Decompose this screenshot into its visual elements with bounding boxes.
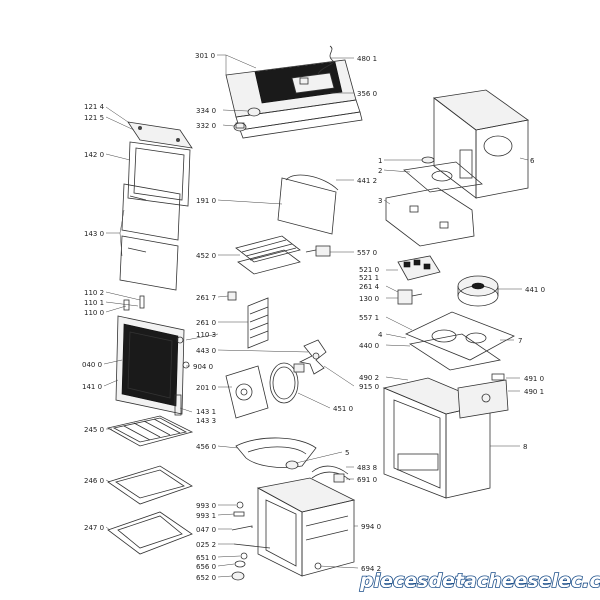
door-top-bar-part — [127, 121, 193, 149]
label-247-0: 247 0 — [84, 524, 104, 532]
label-261-0: 261 0 — [196, 319, 216, 327]
label-141-0: 141 0 — [82, 383, 102, 391]
drip-pan-part — [107, 511, 193, 555]
knob-parts — [233, 107, 261, 132]
back-panel-part — [225, 365, 269, 419]
label-110-3: 110 3 — [196, 331, 216, 339]
side-module-part — [457, 373, 509, 419]
label-521-1: 521 1 — [359, 274, 379, 282]
label-483-8: 483 8 — [357, 464, 377, 472]
label-301-0: 301 0 — [195, 52, 215, 60]
lamp-part — [421, 156, 435, 164]
label-110-1: 110 1 — [84, 299, 104, 307]
leader-lines — [103, 54, 529, 578]
label-557-1: 557 1 — [359, 314, 379, 322]
cooling-fan-part — [457, 275, 499, 307]
label-334-0: 334 0 — [196, 107, 216, 115]
label-656-0: 656 0 — [196, 563, 216, 571]
fan-ring-part — [269, 362, 305, 404]
label-451-0: 451 0 — [333, 405, 353, 413]
label-691-0: 691 0 — [357, 476, 377, 484]
label-5: 5 — [345, 449, 349, 457]
label-246-0: 246 0 — [84, 477, 104, 485]
wiring-harness-part — [311, 465, 351, 483]
cooling-duct-part — [405, 311, 515, 371]
label-201-0: 201 0 — [196, 384, 216, 392]
label-6: 6 — [530, 157, 535, 165]
label-047-0: 047 0 — [196, 526, 216, 534]
label-456-0: 456 0 — [196, 443, 216, 451]
bracket-part — [385, 187, 475, 247]
label-8: 8 — [523, 443, 527, 451]
label-143-1: 143 1 — [196, 408, 216, 416]
label-490-1: 490 1 — [524, 388, 544, 396]
label-993-0: 993 0 — [196, 502, 216, 510]
clip-part — [227, 291, 237, 301]
display-module-part — [291, 72, 335, 94]
label-694-2: 694 2 — [361, 565, 381, 573]
bottom-element-part — [235, 437, 317, 468]
label-651-0: 651 0 — [196, 554, 216, 562]
feet-parts — [231, 543, 271, 581]
label-025-2: 025 2 — [196, 541, 216, 549]
cable-part — [317, 45, 334, 75]
grill-element-part — [235, 235, 301, 275]
screw-parts — [231, 501, 253, 531]
baking-tray-part — [107, 465, 193, 505]
label-441-2: 441 2 — [357, 177, 377, 185]
label-261-7: 261 7 — [196, 294, 216, 302]
label-994-0: 994 0 — [361, 523, 381, 531]
label-261-4: 261 4 — [359, 283, 380, 291]
part-labels: 301 0 480 1 356 0 121 4 121 5 334 0 332 … — [82, 52, 545, 582]
oven-cavity-part — [256, 477, 356, 577]
label-040-0: 040 0 — [82, 361, 102, 369]
top-tray-part — [403, 161, 483, 193]
label-452-0: 452 0 — [196, 252, 216, 260]
fan-blade-part — [298, 339, 327, 375]
switch-part — [397, 289, 423, 305]
label-3: 3 — [378, 197, 382, 205]
side-rack-part — [247, 297, 269, 349]
door-inner-frame-part — [127, 141, 191, 207]
label-993-1: 993 1 — [196, 512, 216, 520]
fan-motor-part — [285, 460, 299, 470]
label-915-0: 915 0 — [359, 383, 379, 391]
door-glass-panes-part — [119, 183, 181, 291]
label-121-4: 121 4 — [84, 103, 105, 111]
label-130-0: 130 0 — [359, 295, 379, 303]
label-4: 4 — [378, 331, 383, 339]
label-521-0: 521 0 — [359, 266, 379, 274]
label-2: 2 — [378, 167, 382, 175]
wire-shelf-part — [106, 415, 194, 447]
label-491-0: 491 0 — [524, 375, 544, 383]
label-356-0: 356 0 — [357, 90, 377, 98]
label-110-0: 110 0 — [84, 309, 104, 317]
label-1: 1 — [378, 157, 382, 165]
label-440-0: 440 0 — [359, 342, 379, 350]
label-121-5: 121 5 — [84, 114, 104, 122]
label-904-0: 904 0 — [193, 363, 213, 371]
label-245-0: 245 0 — [84, 426, 104, 434]
top-casing-part — [433, 89, 529, 199]
label-143-3: 143 3 — [196, 417, 216, 425]
label-441-0: 441 0 — [525, 286, 545, 294]
label-490-2: 490 2 — [359, 374, 379, 382]
label-557-0: 557 0 — [357, 249, 377, 257]
shelf-glass-part — [277, 174, 339, 235]
label-110-2: 110 2 — [84, 289, 104, 297]
watermark: piecesdetacheeselec.com — [359, 570, 600, 592]
door-outer-panel-part — [115, 315, 185, 416]
label-332-0: 332 0 — [196, 122, 216, 130]
label-480-1: 480 1 — [357, 55, 377, 63]
control-module-part — [397, 255, 441, 281]
label-652-0: 652 0 — [196, 574, 216, 582]
label-191-0: 191 0 — [196, 197, 216, 205]
control-panel-part — [225, 59, 363, 139]
label-142-0: 142 0 — [84, 151, 104, 159]
label-443-0: 443 0 — [196, 347, 216, 355]
label-7: 7 — [518, 337, 522, 345]
label-143-0: 143 0 — [84, 230, 104, 238]
thermostat-part — [305, 245, 331, 257]
